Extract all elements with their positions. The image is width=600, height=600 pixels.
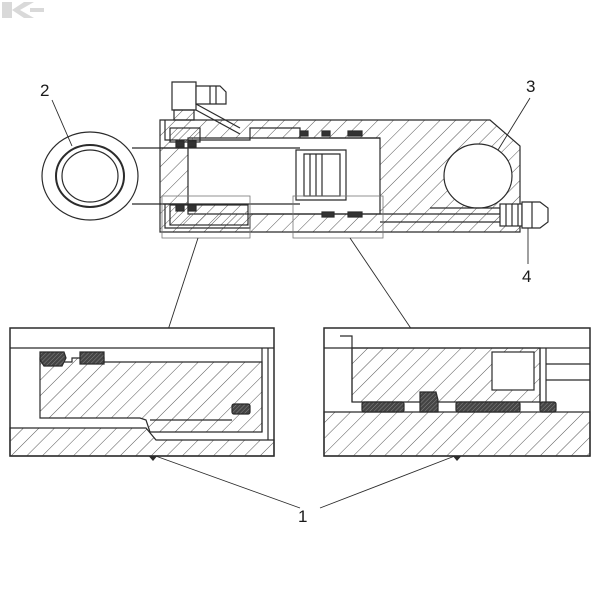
port-fitting-top bbox=[171, 81, 241, 135]
detail-box-left bbox=[161, 195, 251, 239]
detail-view-right bbox=[323, 327, 591, 457]
callout-1: 1 bbox=[298, 507, 308, 526]
piston bbox=[295, 149, 347, 201]
bleed-fitting bbox=[499, 201, 549, 229]
detail-leaders bbox=[167, 237, 413, 331]
rear-mount-eye bbox=[443, 143, 513, 209]
callout-2: 2 bbox=[40, 81, 50, 100]
brand-k-logo-icon bbox=[2, 2, 44, 18]
callout-leaders bbox=[51, 97, 531, 509]
gland-head bbox=[164, 120, 380, 141]
cylinder-section bbox=[41, 81, 549, 239]
rod-eye bbox=[41, 131, 139, 221]
callout-4: 4 bbox=[522, 267, 532, 286]
callout-3: 3 bbox=[526, 77, 536, 96]
detail-box-right bbox=[292, 195, 384, 239]
detail-view-left bbox=[9, 327, 275, 457]
